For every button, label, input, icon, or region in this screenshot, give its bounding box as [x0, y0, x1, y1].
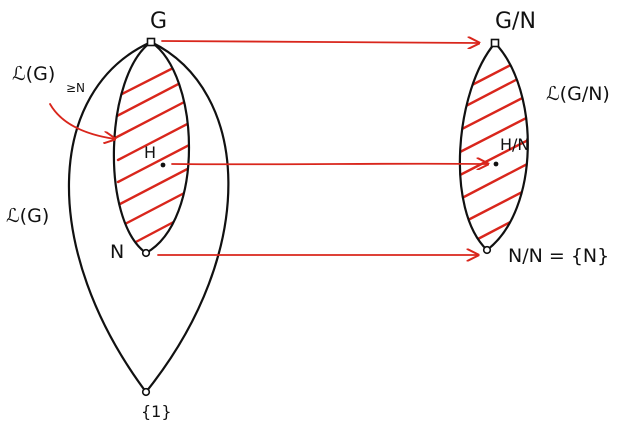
- hatch-stroke: [116, 118, 189, 162]
- label-n-mod-n: N/N = {N}: [508, 245, 609, 267]
- node-trivial: [141, 387, 151, 397]
- node-n: [141, 248, 151, 258]
- hatch-stroke: [460, 158, 528, 200]
- label-lattice-quotient: ℒ(G/N): [546, 83, 610, 105]
- hatch-stroke: [470, 54, 528, 87]
- node-n-mod-n: [482, 245, 492, 255]
- hatch-stroke: [459, 110, 528, 154]
- interval-hatching-left: [113, 60, 189, 246]
- node-h: [160, 162, 166, 168]
- arrow-g-to-g-mod-n: [161, 41, 479, 43]
- label-h-mod-n: H/N: [500, 135, 529, 154]
- hatch-stroke: [466, 186, 528, 222]
- hatch-stroke: [123, 187, 189, 226]
- label-g-mod-n: G/N: [495, 9, 536, 34]
- arrow-h-to-h-mod-n: [171, 164, 488, 165]
- hatch-stroke: [116, 140, 189, 184]
- node-g: [146, 37, 156, 47]
- lattice-g-outline: [67, 40, 230, 394]
- hatch-stroke: [113, 76, 189, 119]
- label-trivial-group: {1}: [141, 402, 172, 421]
- label-pointer-arrow: [49, 103, 115, 139]
- label-g: G: [150, 9, 167, 34]
- hatch-stroke: [130, 214, 187, 246]
- hatch-stroke: [459, 133, 528, 177]
- label-interval-main: ℒ(G): [12, 63, 55, 85]
- label-h: H: [144, 143, 156, 162]
- node-h-mod-n: [493, 161, 499, 167]
- hatch-stroke: [113, 96, 189, 140]
- label-interval-sub: ≥N: [66, 81, 85, 95]
- hatch-stroke: [118, 163, 189, 206]
- label-lattice-g: ℒ(G): [6, 205, 49, 227]
- node-g-mod-n: [490, 38, 500, 48]
- label-n: N: [110, 241, 124, 263]
- hatch-stroke: [118, 60, 187, 97]
- hatch-stroke: [474, 215, 522, 242]
